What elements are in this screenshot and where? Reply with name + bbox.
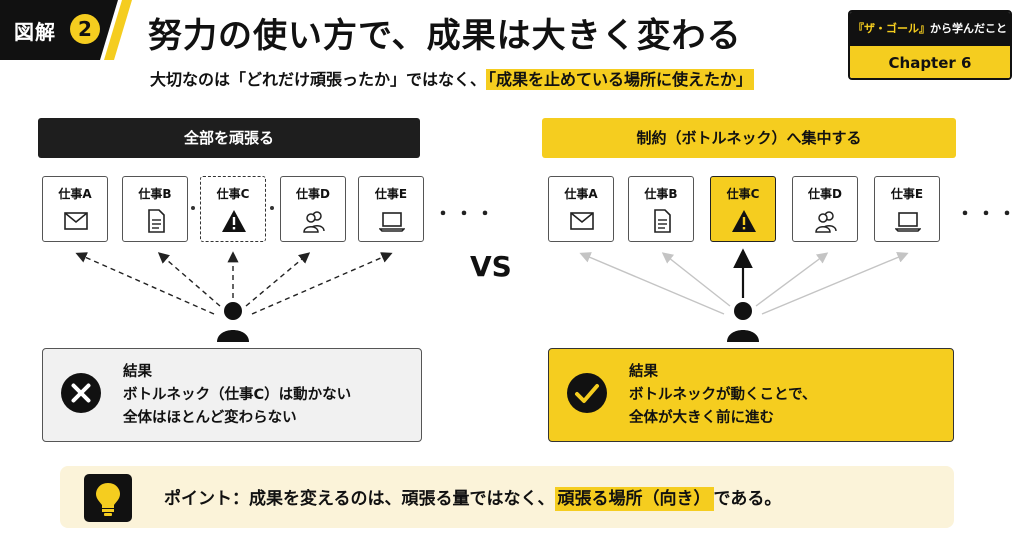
- right-result-line1: ボトルネックが動くことで、: [629, 387, 817, 403]
- person-icon-left: [217, 302, 249, 342]
- right-more-tasks: ・・・: [956, 204, 1019, 225]
- chapter-box: 『ザ・ゴール』から学んだこと Chapter 6: [848, 10, 1012, 80]
- left-arrow-a: [75, 252, 215, 315]
- task-label: 仕事D: [296, 187, 330, 201]
- lightbulb-icon-box: [84, 474, 132, 522]
- people-icon: [815, 211, 837, 233]
- warning-icon: [222, 210, 246, 232]
- right-panel-heading: 制約（ボトルネック）へ集中する: [542, 118, 956, 158]
- point-text-plain: ポイント：成果を変えるのは、頑張る量ではなく、: [164, 489, 555, 509]
- task-label: 仕事A: [564, 187, 598, 201]
- left-result-title: 結果: [123, 364, 152, 380]
- right-result-box: 結果 ボトルネックが動くことで、 全体が大きく前に進む: [548, 348, 954, 442]
- right-task-c-bottleneck: 仕事C: [710, 176, 776, 242]
- right-task-d: 仕事D: [792, 176, 858, 242]
- left-task-b: 仕事B: [122, 176, 188, 242]
- people-icon: [303, 211, 325, 233]
- vs-label: VS: [470, 250, 512, 283]
- point-text-end: である。: [713, 489, 782, 509]
- right-task-b: 仕事B: [628, 176, 694, 242]
- check-circle-icon: [567, 373, 607, 413]
- left-arrow-e: [251, 252, 393, 315]
- subtitle-plain: 大切なのは「どれだけ頑張ったか」ではなく、: [150, 70, 487, 89]
- laptop-icon: [895, 212, 921, 232]
- right-result-title: 結果: [629, 364, 658, 380]
- document-icon: [654, 209, 671, 233]
- subtitle-highlight: 「成果を止めている場所に使えたか」: [486, 69, 755, 90]
- chapter-book-title: 『ザ・ゴール』: [853, 22, 930, 35]
- person-icon-right: [727, 302, 759, 342]
- left-task-d: 仕事D: [280, 176, 346, 242]
- lightbulb-icon: [96, 483, 120, 516]
- left-arrow-d: [245, 252, 311, 307]
- figure-tag-label: 図解: [14, 20, 56, 44]
- right-arrow-b: [661, 252, 731, 307]
- right-result-text: 結果 ボトルネックが動くことで、 全体が大きく前に進む: [629, 361, 816, 430]
- right-arrow-d: [755, 252, 829, 307]
- page-subtitle: 大切なのは「どれだけ頑張ったか」ではなく、「成果を止めている場所に使えたか」: [150, 66, 755, 90]
- left-more-tasks: ・・・: [434, 204, 497, 225]
- task-label: 仕事C: [726, 187, 760, 201]
- point-text-highlight: 頑張る場所（向き）: [554, 487, 714, 511]
- point-bar: ポイント：成果を変えるのは、頑張る量ではなく、頑張る場所（向き）である。: [60, 466, 954, 528]
- chapter-label: Chapter 6: [850, 46, 1010, 78]
- figure-number-badge: 2: [70, 14, 100, 44]
- right-arrow-e: [761, 252, 909, 315]
- left-task-c: 仕事C: [200, 176, 266, 242]
- left-result-line1: ボトルネック（仕事C）は動かない: [123, 387, 352, 403]
- task-label: 仕事E: [890, 187, 924, 201]
- cross-circle-icon: [61, 373, 101, 413]
- left-panel-heading: 全部を頑張る: [38, 118, 420, 158]
- separator-dot: [191, 206, 195, 210]
- left-task-a: 仕事A: [42, 176, 108, 242]
- page-title: 努力の使い方で、成果は大きく変わる: [148, 16, 742, 56]
- warning-icon: [732, 210, 756, 232]
- task-label: 仕事B: [644, 187, 678, 201]
- left-result-box: 結果 ボトルネック（仕事C）は動かない 全体はほとんど変わらない: [42, 348, 422, 442]
- task-label: 仕事C: [216, 187, 250, 201]
- laptop-icon: [379, 212, 405, 232]
- figure-tag: 図解 2: [0, 0, 150, 60]
- point-text: ポイント：成果を変えるのは、頑張る量ではなく、頑張る場所（向き）である。: [164, 484, 782, 511]
- task-label: 仕事A: [58, 187, 92, 201]
- left-arrow-b: [157, 252, 221, 307]
- envelope-icon: [570, 212, 594, 230]
- chapter-source: 『ザ・ゴール』から学んだこと: [850, 12, 1010, 46]
- chapter-source-suffix: から学んだこと: [930, 22, 1007, 35]
- right-task-a: 仕事A: [548, 176, 614, 242]
- task-label: 仕事E: [374, 187, 408, 201]
- left-result-line2: 全体はほとんど変わらない: [123, 410, 297, 426]
- document-icon: [148, 209, 165, 233]
- left-result-text: 結果 ボトルネック（仕事C）は動かない 全体はほとんど変わらない: [123, 361, 351, 430]
- right-task-e: 仕事E: [874, 176, 940, 242]
- right-result-line2: 全体が大きく前に進む: [629, 410, 774, 426]
- left-task-e: 仕事E: [358, 176, 424, 242]
- task-label: 仕事D: [808, 187, 842, 201]
- task-label: 仕事B: [138, 187, 172, 201]
- envelope-icon: [64, 212, 88, 230]
- separator-dot: [270, 206, 274, 210]
- right-arrow-a: [579, 252, 725, 315]
